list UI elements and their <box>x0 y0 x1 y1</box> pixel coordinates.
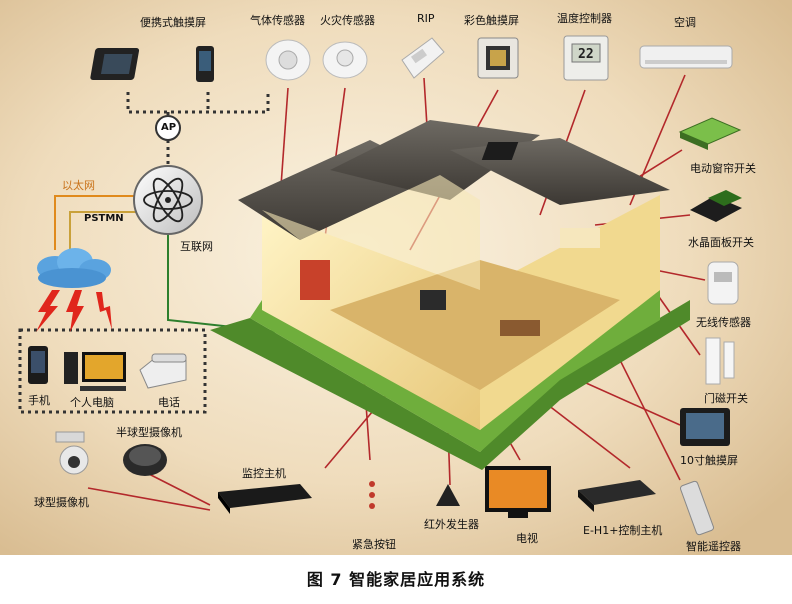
emergency-button-label: 紧急按钮 <box>352 538 396 551</box>
personal-computer-label: 个人电脑 <box>70 396 114 409</box>
air-conditioner-label: 空调 <box>674 16 696 29</box>
ehi-controller-label: E-H1+控制主机 <box>583 524 663 537</box>
ball-camera-icon <box>55 431 89 475</box>
smart-remote-label: 智能遥控器 <box>686 540 741 553</box>
dome-camera-label: 半球型摄像机 <box>116 426 182 439</box>
touchscreen-10inch-label: 10寸触摸屏 <box>680 454 738 467</box>
air-conditioner-icon <box>639 45 733 69</box>
emergency-button-icon <box>369 481 375 509</box>
tv-icon <box>485 466 551 518</box>
temperature-controller-label: 温度控制器 <box>557 12 612 25</box>
gas-sensor-icon <box>265 39 311 81</box>
fire-sensor-label: 火灾传感器 <box>320 14 375 27</box>
monitor-host-icon <box>218 484 312 514</box>
dome-camera-icon <box>123 444 167 476</box>
mobile-phone-label: 手机 <box>28 394 50 407</box>
internet-globe-icon <box>133 165 203 235</box>
touchscreen-10inch-icon <box>680 408 730 446</box>
smart-remote-icon <box>679 480 715 536</box>
crystal-panel-switch-label: 水晶面板开关 <box>688 236 754 249</box>
thermostat-display: 22 <box>578 47 594 62</box>
gas-sensor-label: 气体传感器 <box>250 14 305 27</box>
ap-node-icon <box>155 115 181 141</box>
color-touchscreen-label: 彩色触摸屏 <box>464 14 519 27</box>
ap-label: AP <box>161 122 177 133</box>
portable-touchscreen-label: 便携式触摸屏 <box>140 16 206 29</box>
curtain-switch-icon <box>678 117 742 150</box>
mobile-phone-icon <box>28 346 48 384</box>
personal-computer-icon <box>64 352 126 391</box>
ball-camera-label: 球型摄像机 <box>34 496 89 509</box>
rip-sensor-icon <box>401 37 445 79</box>
wireless-sensor-icon <box>707 261 739 305</box>
ehi-controller-icon <box>578 480 656 512</box>
rip-label: RIP <box>417 12 435 25</box>
internet-label: 互联网 <box>180 240 213 253</box>
telephone-label: 电话 <box>158 396 180 409</box>
telephone-icon <box>139 353 187 389</box>
ir-emitter-label: 红外发生器 <box>424 518 479 531</box>
thermostat-icon: 22 <box>563 35 609 81</box>
ir-emitter-icon <box>436 484 460 506</box>
cloud-icon <box>37 248 111 288</box>
door-magnetic-switch-icon <box>705 337 735 385</box>
color-touchscreen-icon <box>477 37 519 79</box>
tv-label: 电视 <box>516 532 538 545</box>
monitor-host-label: 监控主机 <box>242 467 286 480</box>
house-illustration <box>210 120 690 470</box>
portable-touchscreen-icon <box>90 46 214 82</box>
wireless-sensor-label: 无线传感器 <box>696 316 751 329</box>
fire-sensor-icon <box>322 41 368 79</box>
pstmn-label: PSTMN <box>84 213 124 224</box>
figure-caption: 图 7 智能家居应用系统 <box>306 570 486 589</box>
ethernet-label: 以太网 <box>62 179 95 192</box>
crystal-panel-switch-icon <box>690 190 742 222</box>
door-magnetic-switch-label: 门磁开关 <box>704 392 748 405</box>
signal-bolts <box>36 290 112 332</box>
electric-curtain-switch-label: 电动窗帘开关 <box>690 162 756 175</box>
